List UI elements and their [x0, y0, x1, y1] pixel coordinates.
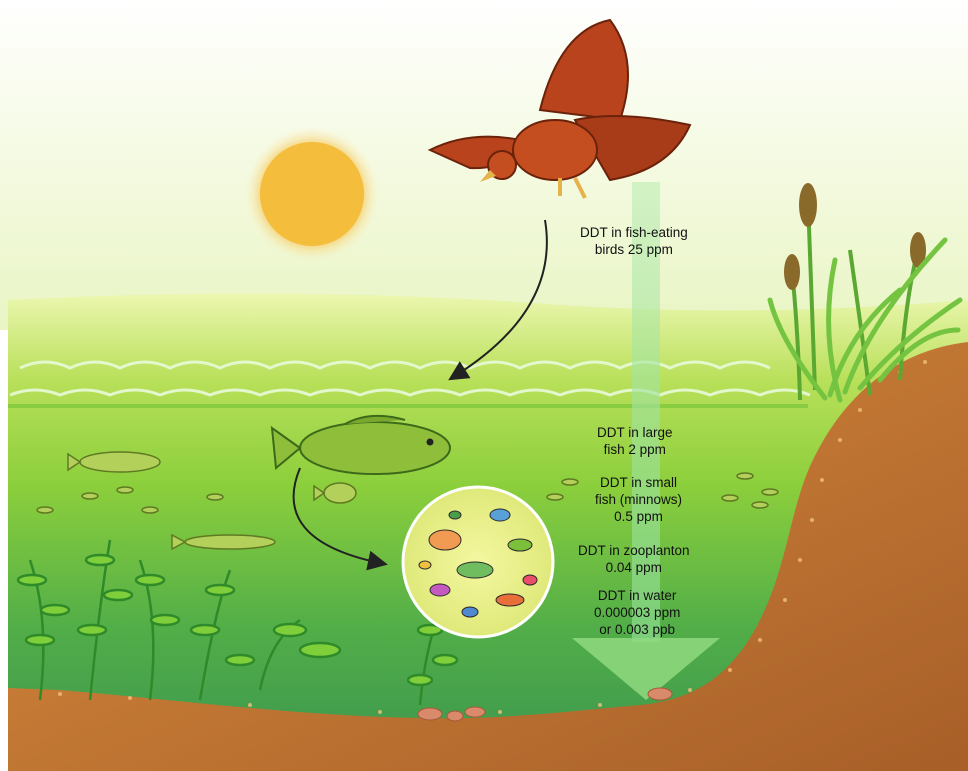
- label-zooplankton-line2: 0.04 ppm: [578, 559, 690, 576]
- label-small-fish-line1: DDT in small: [595, 474, 682, 491]
- label-small-fish-line3: 0.5 ppm: [595, 508, 682, 525]
- label-ddt-zooplankton: DDT in zooplanton 0.04 ppm: [578, 542, 690, 576]
- label-zooplankton-line1: DDT in zooplanton: [578, 542, 690, 559]
- label-ddt-water: DDT in water 0.000003 ppm or 0.003 ppb: [594, 587, 680, 638]
- label-large-fish-line1: DDT in large: [597, 424, 673, 441]
- label-ddt-large-fish: DDT in large fish 2 ppm: [597, 424, 673, 458]
- label-water-line1: DDT in water: [594, 587, 680, 604]
- label-birds-line1: DDT in fish-eating: [580, 224, 688, 241]
- label-ddt-small-fish: DDT in small fish (minnows) 0.5 ppm: [595, 474, 682, 525]
- label-ddt-birds: DDT in fish-eating birds 25 ppm: [580, 224, 688, 258]
- label-birds-line2: birds 25 ppm: [580, 241, 688, 258]
- label-water-line3: or 0.003 ppb: [594, 621, 680, 638]
- label-water-line2: 0.000003 ppm: [594, 604, 680, 621]
- zooplankton-magnified-circle: [403, 487, 553, 637]
- label-large-fish-line2: fish 2 ppm: [597, 441, 673, 458]
- label-small-fish-line2: fish (minnows): [595, 491, 682, 508]
